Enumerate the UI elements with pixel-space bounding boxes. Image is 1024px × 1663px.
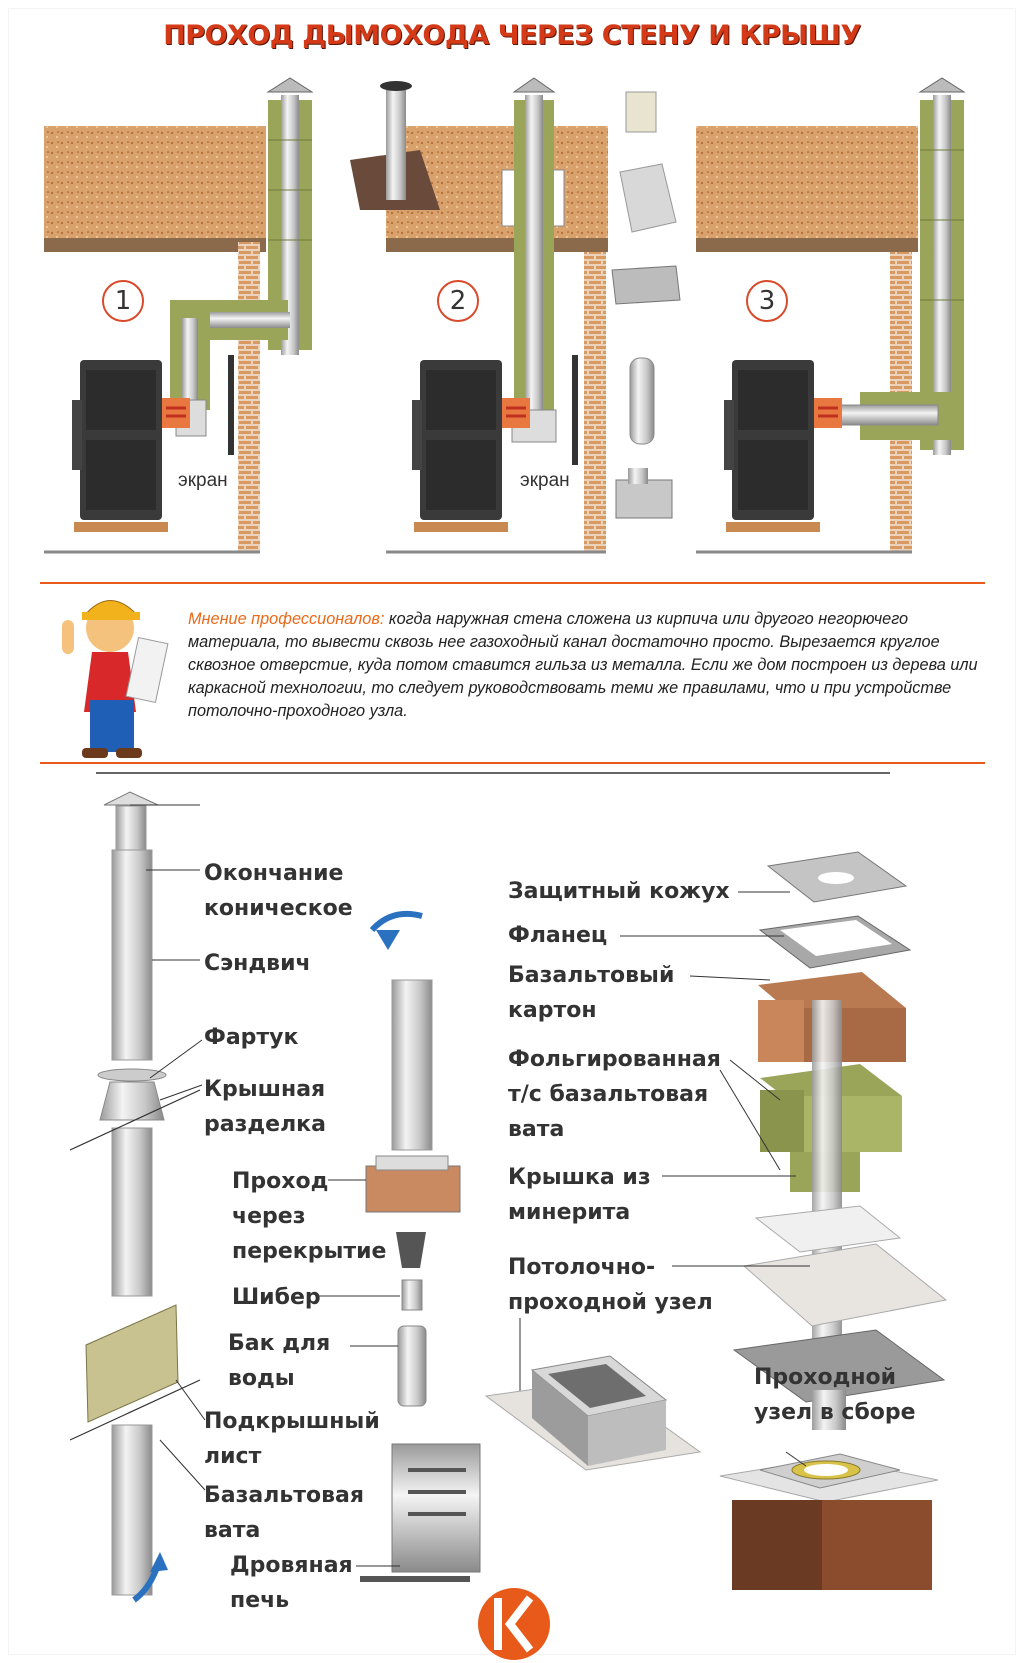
stove-assembly bbox=[318, 910, 481, 1582]
professional-note: Мнение профессионалов: когда наружная ст… bbox=[188, 608, 978, 723]
label-flange: Фланец bbox=[508, 923, 608, 948]
label-cap: Окончание коническое bbox=[204, 861, 353, 921]
label-minerite-lid: Крышка из минерита bbox=[508, 1165, 651, 1225]
panel-2 bbox=[350, 77, 608, 554]
screen-label-1: экран bbox=[178, 470, 228, 491]
label-basalt-wool: Базальтовая вата bbox=[204, 1483, 365, 1543]
label-roof-cut: Крышная разделка bbox=[204, 1077, 326, 1137]
variant-number-1: 1 bbox=[102, 280, 144, 322]
label-ceiling-pass: Проход через перекрытие bbox=[232, 1169, 387, 1264]
label-under-roof-sheet: Подкрышный лист bbox=[204, 1409, 380, 1469]
panel-1 bbox=[44, 77, 314, 554]
page-title: ПРОХОД ДЫМОХОДА ЧЕРЕЗ СТЕНУ И КРЫШУ bbox=[163, 20, 861, 51]
label-water-tank: Бак для воды bbox=[228, 1331, 331, 1391]
brand-logo bbox=[478, 1588, 550, 1660]
label-sandwich: Сэндвич bbox=[204, 951, 311, 976]
label-cover: Защитный кожух bbox=[508, 879, 730, 904]
screen-label-2: экран bbox=[520, 470, 570, 491]
worker-mascot-icon bbox=[62, 600, 169, 758]
label-foil-wool: Фольгированная т/с базальтовая вата bbox=[508, 1047, 721, 1142]
label-wood-stove: Дровяная печь bbox=[230, 1553, 353, 1613]
chimney-stack bbox=[69, 791, 206, 1603]
label-apron: Фартук bbox=[204, 1025, 299, 1050]
label-assembled-node: Проходной узел в сборе bbox=[754, 1365, 916, 1425]
label-ceiling-node: Потолочно- проходной узел bbox=[508, 1255, 713, 1315]
parts-column bbox=[611, 91, 681, 519]
variant-number-3: 3 bbox=[746, 280, 788, 322]
ceiling-node-layers bbox=[484, 851, 948, 1590]
label-damper: Шибер bbox=[232, 1285, 321, 1310]
note-lead: Мнение профессионалов: bbox=[188, 610, 385, 628]
variant-number-2: 2 bbox=[437, 280, 479, 322]
note-text: когда наружная стена сложена из кирпича … bbox=[188, 610, 978, 720]
label-basalt-board: Базальтовый картон bbox=[508, 963, 675, 1023]
panel-3 bbox=[696, 77, 966, 554]
